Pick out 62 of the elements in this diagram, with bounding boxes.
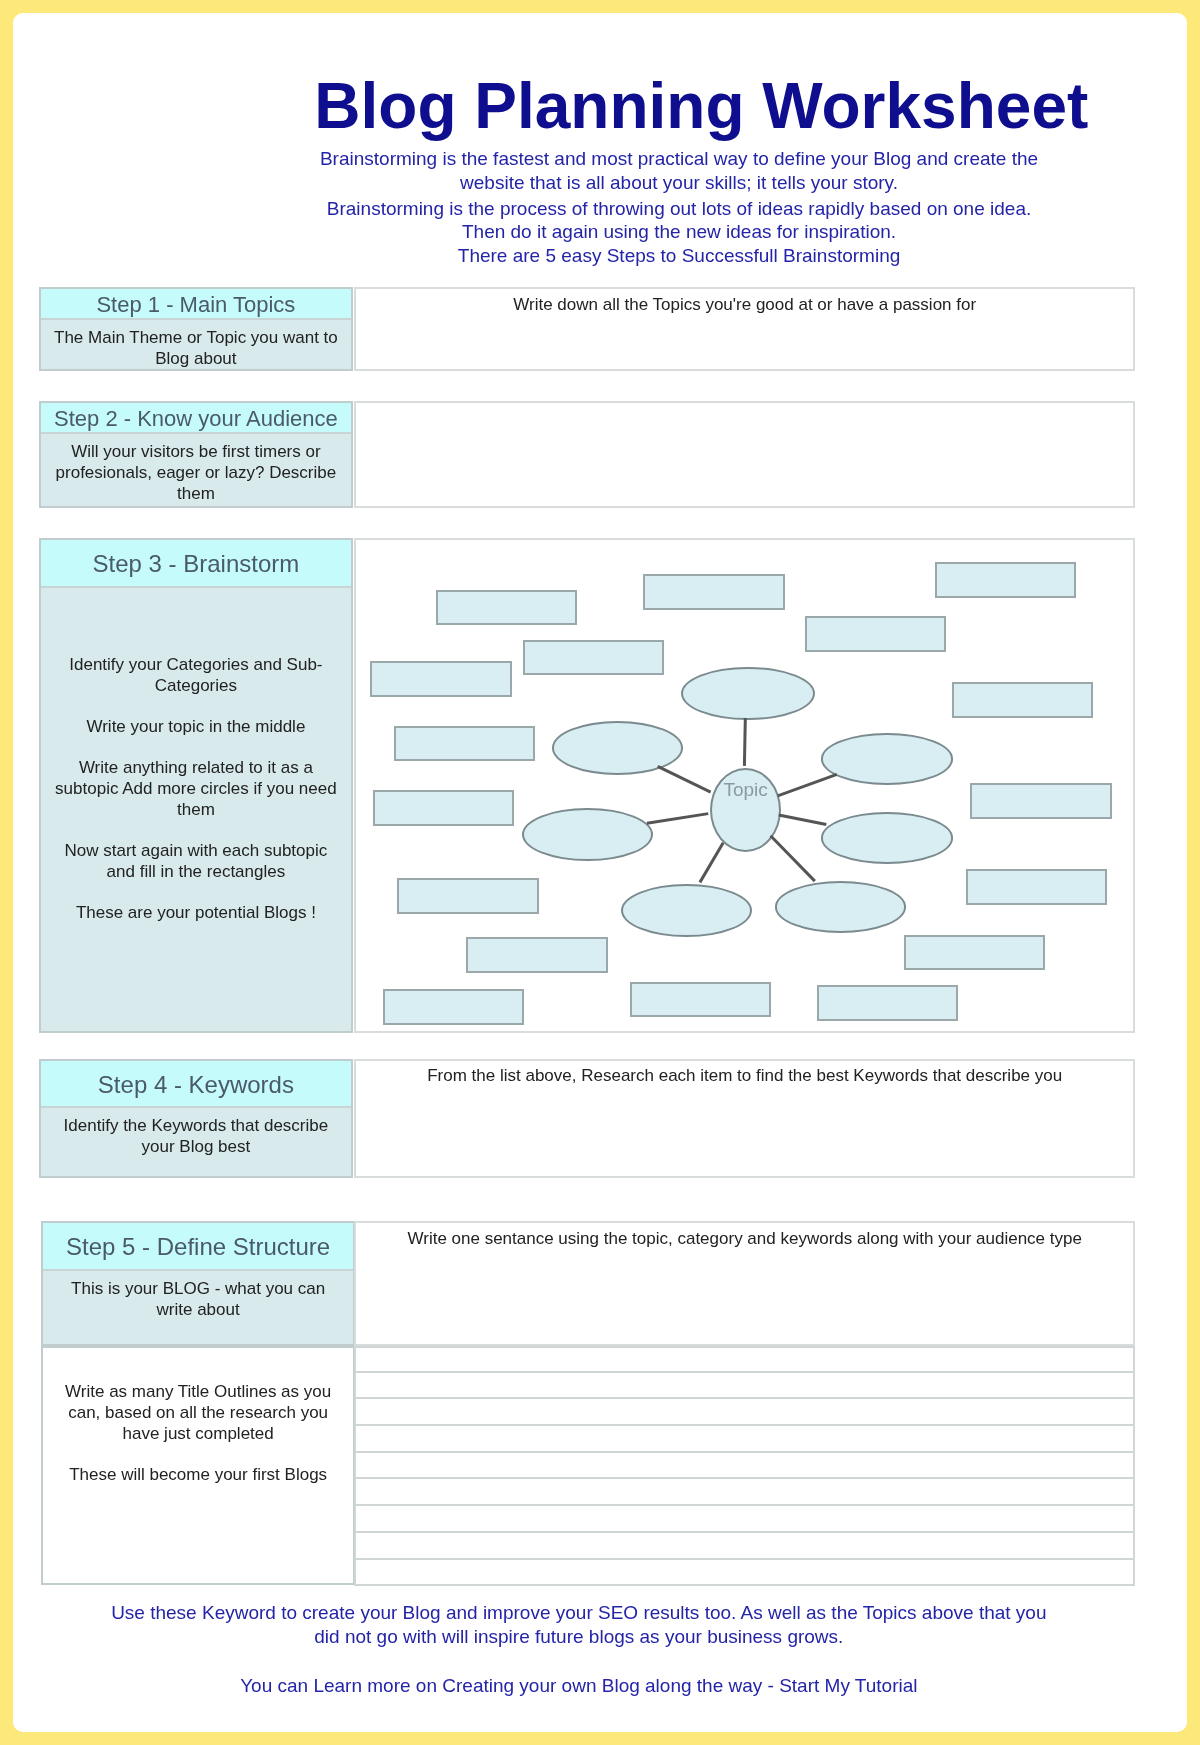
step-heading: Step 4 - Keywords bbox=[40, 1060, 351, 1109]
idea-rectangle bbox=[970, 783, 1112, 820]
instruction-text: This is your BLOG - what you can write about bbox=[70, 1277, 327, 1320]
step-heading: Step 5 - Define Structure bbox=[43, 1223, 354, 1271]
idea-rectangle bbox=[934, 561, 1077, 598]
step-panel bbox=[38, 537, 353, 1033]
connector-line bbox=[742, 717, 747, 766]
answer-box bbox=[354, 1221, 1136, 1346]
step-heading: Step 3 - Brainstorm bbox=[40, 539, 351, 588]
idea-rectangle bbox=[629, 981, 772, 1018]
step-panel bbox=[38, 400, 353, 508]
prompt-text: Write down all the Topics you're good at or have a passion for bbox=[512, 293, 978, 315]
idea-rectangle bbox=[372, 790, 515, 826]
idea-rectangle bbox=[951, 682, 1093, 718]
idea-rectangle bbox=[522, 639, 665, 676]
step-heading: Step 1 - Main Topics bbox=[40, 289, 351, 321]
idea-rectangle bbox=[397, 878, 539, 914]
intro-text: Brainstorming is the fastest and most practical way to define your Blog and create the website that is all about your skills; it tells your story. bbox=[318, 146, 1040, 195]
brainstorm-panel bbox=[354, 537, 1136, 1033]
instruction-text: These are your potential Blogs ! bbox=[74, 902, 317, 924]
instruction-text: Write your topic in the middle bbox=[85, 716, 307, 738]
instruction-text: Will your visitors be first timers or profesionals, eager or lazy? Describe them bbox=[54, 440, 338, 504]
instruction-text: Write anything related to it as a subtopic Add more circles if you need them bbox=[54, 757, 338, 821]
intro-text: There are 5 easy Steps to Successfull Brainstorming bbox=[456, 243, 902, 268]
answer-box bbox=[354, 400, 1136, 508]
step-panel bbox=[41, 1221, 356, 1346]
idea-rectangle bbox=[382, 989, 525, 1025]
footer-note: You can Learn more on Creating your own Blog along the way - Start My Tutorial bbox=[239, 1674, 919, 1699]
instruction-text: Identify the Keywords that describe your Blog best bbox=[62, 1115, 330, 1158]
idea-rectangle bbox=[816, 984, 959, 1021]
idea-rectangle bbox=[903, 934, 1045, 971]
step-panel bbox=[41, 1345, 356, 1586]
prompt-text: Write one sentance using the topic, category and keywords along with your audience type bbox=[406, 1227, 1083, 1249]
connector-line bbox=[698, 842, 725, 884]
prompt-text: From the list above, Research each item to find the best Keywords that describe you bbox=[426, 1065, 1064, 1087]
intro-text: Brainstorming is the process of throwing out lots of ideas rapidly based on one idea. bbox=[325, 197, 1033, 222]
instruction-text: Identify your Categories and Sub-Categories bbox=[68, 654, 324, 697]
step-heading: Step 2 - Know your Audience bbox=[40, 402, 351, 434]
footer-note: Use these Keyword to create your Blog and improve your SEO results too. As well as the Topics above that you did not go with will inspire future blogs as your business grows. bbox=[110, 1600, 1048, 1649]
instruction-text: These will become your first Blogs bbox=[68, 1464, 329, 1486]
instruction-text: The Main Theme or Topic you want to Blog about bbox=[53, 327, 339, 369]
title: Blog Planning Worksheet bbox=[313, 69, 1090, 143]
instruction-text: Write as many Title Outlines as you can, based on all the research you have just completed bbox=[64, 1381, 333, 1445]
step-panel bbox=[38, 1058, 353, 1178]
intro-text: Then do it again using the new ideas for inspiration. bbox=[460, 220, 898, 245]
idea-rectangle bbox=[436, 589, 578, 626]
connector-line bbox=[777, 772, 838, 798]
idea-rectangle bbox=[804, 616, 946, 653]
answer-box bbox=[354, 287, 1136, 371]
connector-line bbox=[657, 765, 712, 794]
connector-line bbox=[769, 834, 816, 883]
topic-label: Topic bbox=[722, 778, 769, 801]
connector-line bbox=[778, 813, 827, 826]
idea-rectangle bbox=[370, 661, 512, 697]
idea-rectangle bbox=[466, 937, 608, 973]
connector-line bbox=[646, 812, 709, 825]
instruction-text: Now start again with each subtopic and fill in the rectangles bbox=[63, 840, 329, 883]
idea-rectangle bbox=[393, 725, 536, 762]
step-panel bbox=[38, 287, 353, 371]
answer-box bbox=[354, 1058, 1136, 1178]
idea-rectangle bbox=[643, 574, 785, 610]
idea-rectangle bbox=[966, 869, 1108, 905]
